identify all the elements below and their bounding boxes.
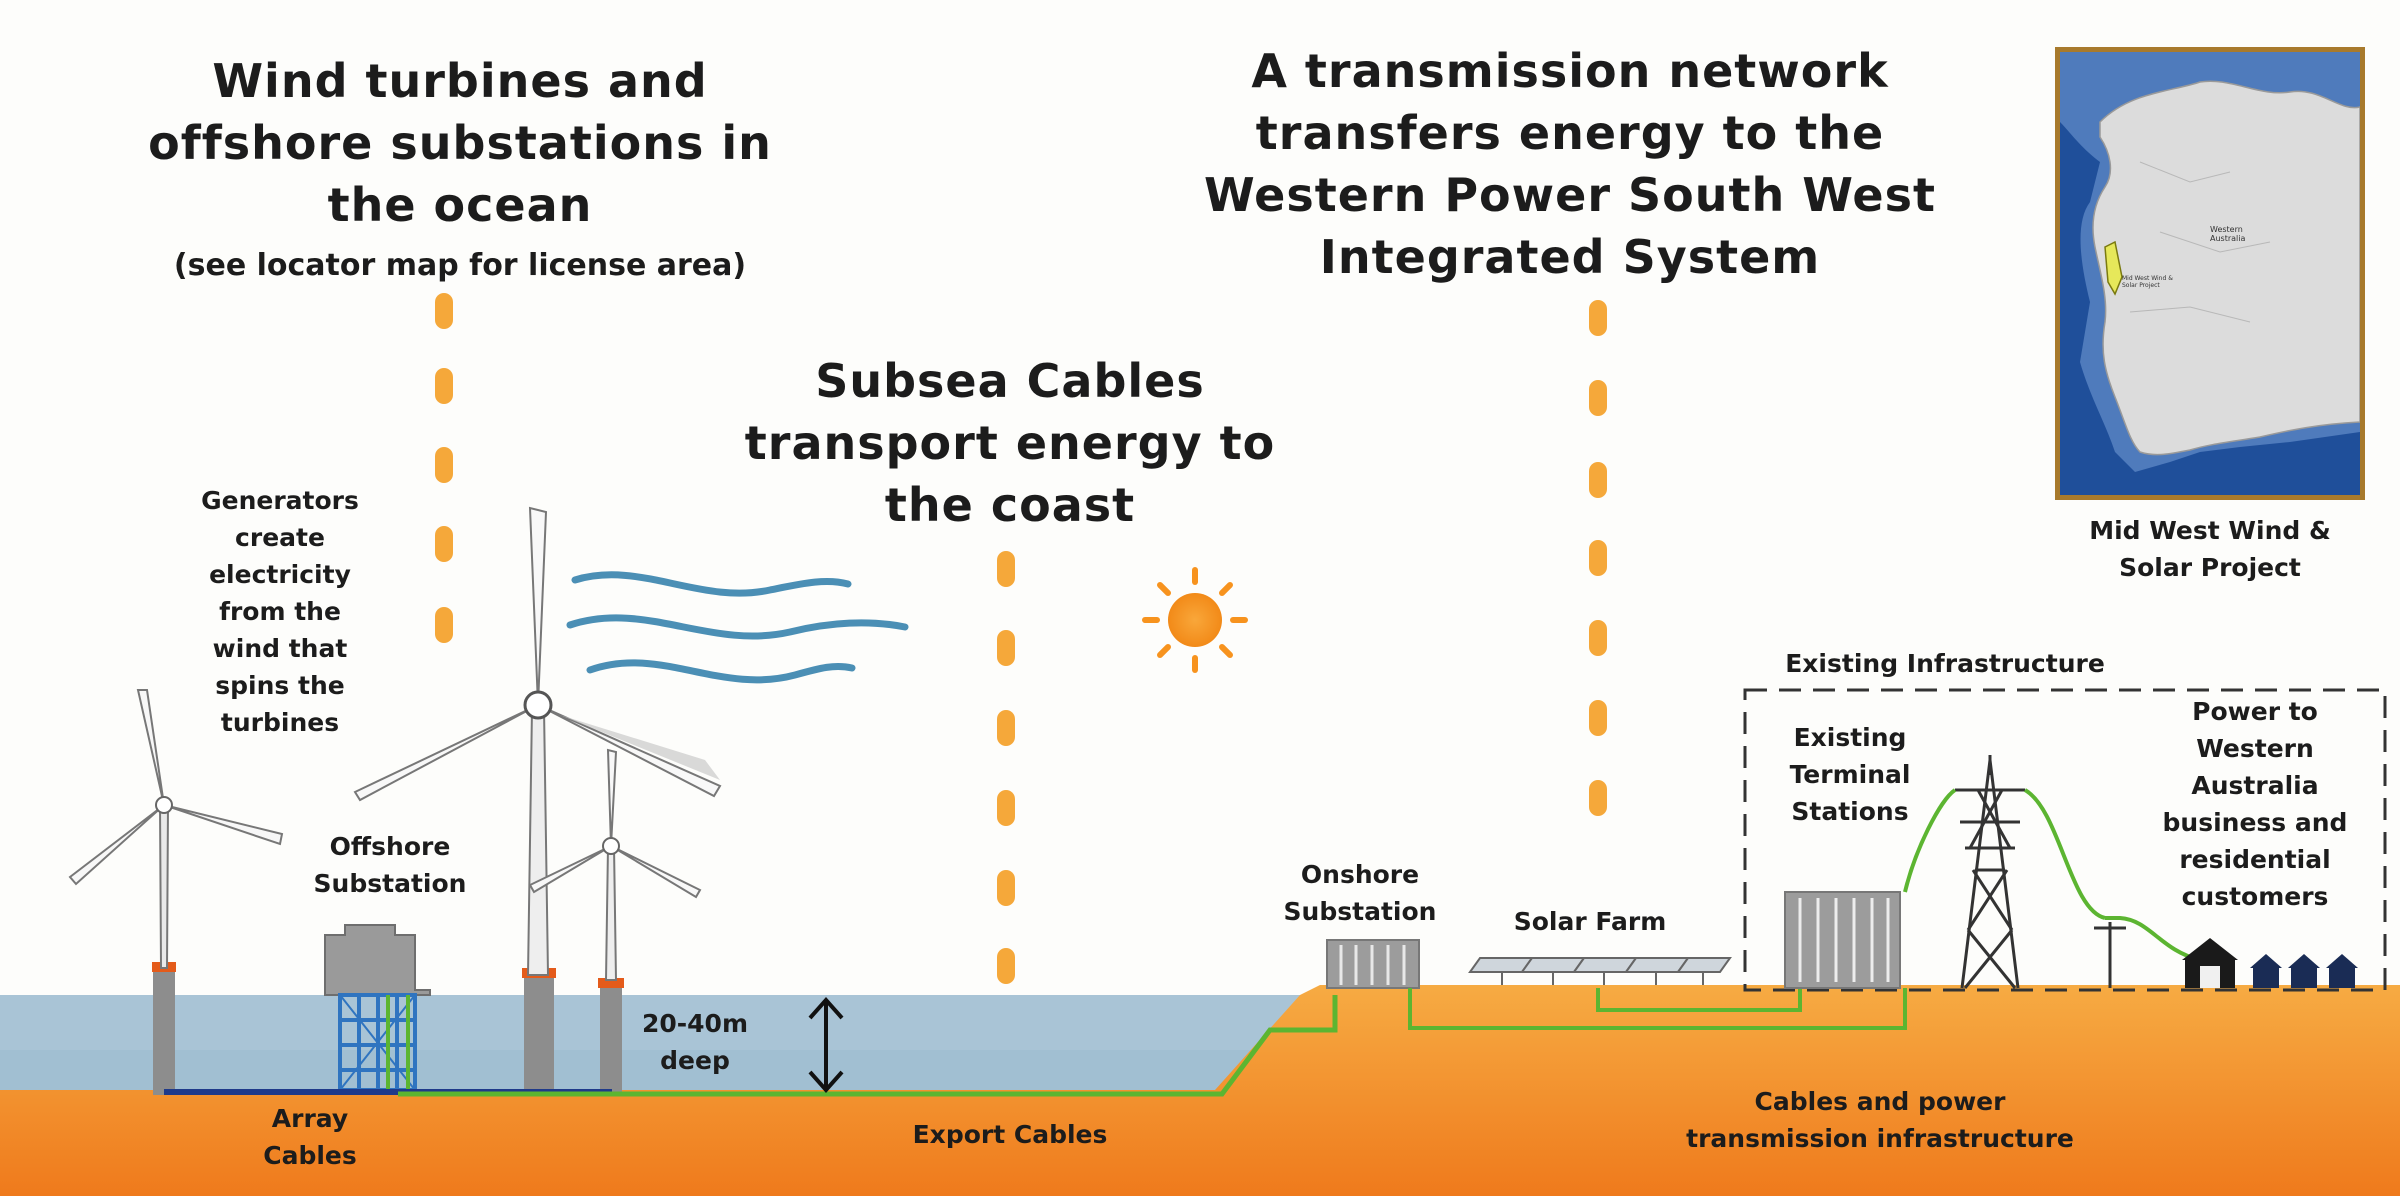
wind-turbine-center: [353, 506, 722, 1095]
array-cables-label: Array Cables: [263, 1104, 357, 1170]
wind-title-dots: [435, 293, 453, 643]
solar-farm-panels: [1468, 957, 1732, 985]
offshore-substation-icon: [324, 924, 431, 1092]
wind-waves-icon: [566, 571, 909, 684]
depth-label: 20-40m deep: [641, 1009, 748, 1075]
existing-infrastructure-box: [1743, 688, 2387, 992]
transmission-tower-icon: [1955, 755, 2025, 989]
existing-infrastructure-label: Existing Infrastructure: [1785, 649, 2105, 678]
generators-label: Generators create electricity from the w…: [201, 486, 359, 737]
wind-title: Wind turbines and offshore substations i…: [148, 54, 772, 232]
power-pole-icon: [2094, 922, 2126, 988]
onshore-cables: [1408, 988, 1907, 1030]
seabed-and-land: [0, 985, 2400, 1196]
houses-icon: [2250, 954, 2358, 988]
onshore-substation-icon: [1326, 939, 1420, 989]
wind-title-note: (see locator map for license area): [173, 248, 747, 283]
power-to-customers-label: Power to Western Australia business and …: [2162, 697, 2348, 911]
solar-farm-label: Solar Farm: [1513, 907, 1667, 936]
business-building-icon: [2182, 938, 2238, 988]
wind-turbine-left: [68, 689, 284, 1095]
map-caption: Mid West Wind & Solar Project: [2089, 516, 2331, 582]
onshore-substation-label: Onshore Substation: [1283, 860, 1437, 926]
overhead-power-lines: [1903, 788, 2201, 962]
offshore-substation-label: Offshore Substation: [313, 832, 467, 898]
map-project-label: Mid West Wind &Solar Project: [2122, 275, 2173, 289]
terminal-stations-label: Existing Terminal Stations: [1789, 723, 1911, 826]
transmission-title-dots: [1589, 300, 1607, 816]
sea-water-shade: [0, 1050, 1310, 1095]
transmission-title: A transmission network transfers energy …: [1204, 44, 1936, 284]
project-area: [2104, 240, 2123, 296]
terminal-station-icon: [1784, 891, 1901, 989]
depth-arrow-icon: [808, 996, 844, 1094]
subsea-title: Subsea Cables transport energy to the co…: [744, 354, 1276, 532]
export-cables-label: Export Cables: [912, 1120, 1108, 1149]
sun-icon: [1142, 567, 1248, 673]
export-cable-line: [398, 995, 1338, 1097]
wind-turbine-right: [528, 748, 702, 1095]
subsea-title-dots: [997, 551, 1015, 984]
cables-infrastructure-label: Cables and power transmission infrastruc…: [1686, 1087, 2074, 1153]
